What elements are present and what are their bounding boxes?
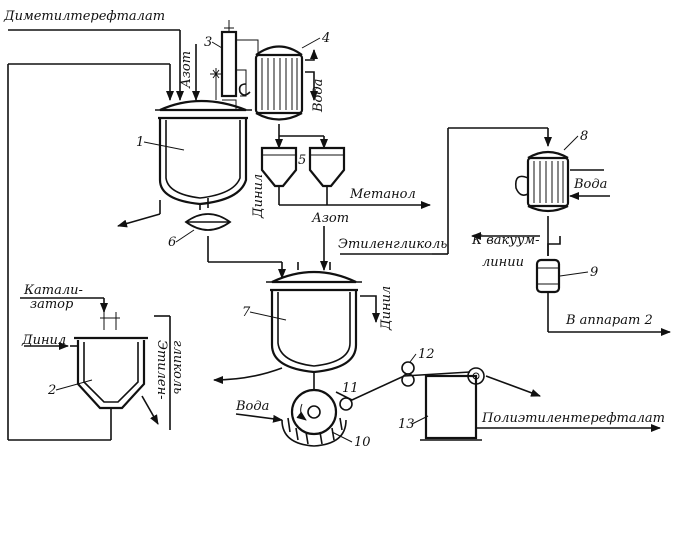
trap-9 [535, 236, 671, 336]
pipe-lines [7, 29, 552, 441]
callout-2: 2 [47, 383, 56, 398]
callout-4: 4 [321, 31, 330, 46]
callout-8: 8 [580, 129, 588, 144]
label-pet: Полиэтилентерефталат [481, 411, 665, 426]
callout-10: 10 [354, 435, 371, 450]
callout-12: 12 [418, 347, 435, 362]
label-dinil-1: Динил [251, 174, 266, 219]
receiver-5 [260, 146, 431, 209]
label-voda-10: Вода [235, 399, 269, 414]
column-3 [220, 20, 247, 110]
reactor-7 [213, 262, 380, 390]
label-k-vakuum: К вакуум- [471, 233, 540, 248]
label-azot-top: Азот [179, 51, 194, 89]
label-dinil-2: Динил [21, 333, 66, 348]
label-etilenglikol: Этиленгликоль [338, 237, 447, 252]
callout-5: 5 [298, 153, 306, 168]
reactor-1 [155, 68, 252, 210]
label-azot-mid: Азот [311, 211, 349, 226]
callout-11: 11 [342, 381, 359, 396]
label-etilen-2: гликоль [170, 340, 185, 394]
vessel-2 [70, 312, 159, 440]
roller-11-12 [335, 361, 471, 411]
label-metanol: Метанол [349, 187, 416, 202]
drum-10 [235, 388, 347, 447]
callout-7: 7 [242, 305, 251, 320]
label-etilen-1: Этилен- [154, 340, 169, 400]
label-katalizator-2: затор [30, 297, 74, 312]
condenser-4 [236, 39, 328, 149]
callout-1: 1 [136, 135, 144, 150]
label-linii: линии [482, 255, 524, 270]
callout-9: 9 [590, 265, 598, 280]
filter-6 [184, 198, 286, 279]
unit-13 [420, 367, 661, 441]
label-voda-8: Вода [573, 177, 607, 192]
callout-13: 13 [398, 417, 415, 432]
label-katalizator-1: Катали- [23, 283, 83, 298]
exchanger-8 [514, 150, 610, 256]
label-dinil-7: Динил [379, 286, 394, 331]
label-voda-condenser: Вода [311, 79, 326, 113]
callout-6: 6 [168, 235, 176, 250]
callout-3: 3 [204, 35, 212, 50]
label-dmt: Диметилтерефталат [3, 9, 165, 24]
label-v-apparat: В аппарат 2 [565, 313, 653, 328]
